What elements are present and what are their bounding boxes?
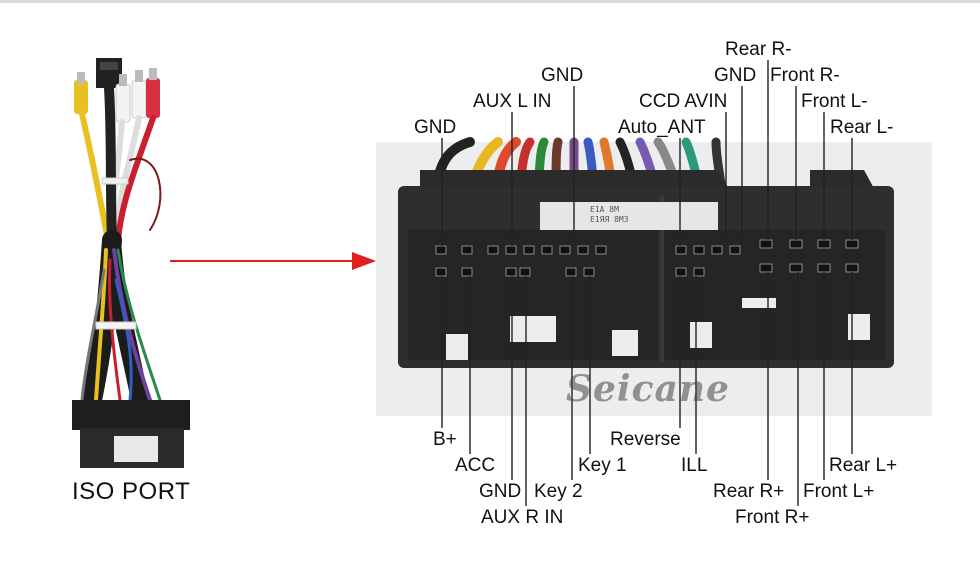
label-key-1: Key 1: [578, 455, 627, 476]
label-front-r-minus: Front R-: [770, 65, 840, 86]
label-sticker: [540, 202, 718, 230]
sticker-text-1: E1A 8M: [590, 205, 619, 214]
label-key-2: Key 2: [534, 481, 583, 502]
label-acc: ACC: [455, 455, 496, 476]
sticker-text-2: E1ЯЯ 8M3: [590, 215, 629, 224]
label-rear-l-minus: Rear L-: [830, 117, 894, 138]
label-aux-r-in: AUX R IN: [481, 507, 564, 528]
label-front-l-minus: Front L-: [801, 91, 868, 112]
label-gnd-bottom: GND: [479, 481, 522, 502]
iso-port-caption: ISO PORT: [72, 478, 191, 505]
direction-arrow: [170, 252, 376, 270]
label-reverse: Reverse: [610, 429, 681, 450]
label-ill: ILL: [681, 455, 708, 476]
label-rear-r-plus: Rear R+: [713, 481, 785, 502]
rca-plug-white-2: [131, 79, 147, 119]
label-gnd-top-2: GND: [714, 65, 757, 86]
label-gnd-top-3: GND: [414, 117, 457, 138]
rca-plug-red: [146, 78, 160, 118]
label-rear-r-minus: Rear R-: [725, 39, 792, 60]
label-front-r-plus: Front R+: [735, 507, 810, 528]
label-aux-l-in: AUX L IN: [473, 91, 552, 112]
rca-plug-yellow: [74, 80, 88, 114]
label-ccd-avin: CCD AVIN: [639, 91, 728, 112]
label-front-l-plus: Front L+: [803, 481, 875, 502]
leader-lines: [441, 60, 853, 506]
iso-harness-image: [72, 58, 190, 468]
iso-connector-body: [72, 400, 190, 430]
rca-plug-white: [115, 83, 131, 123]
label-gnd-top-1: GND: [541, 65, 584, 86]
connector-photo: [376, 137, 932, 416]
top-divider: [0, 0, 980, 3]
label-auto-ant: Auto_ANT: [618, 117, 706, 138]
label-rear-l-plus: Rear L+: [829, 455, 898, 476]
brand-watermark: Seicane: [566, 368, 730, 410]
label-b-plus: B+: [433, 429, 457, 450]
